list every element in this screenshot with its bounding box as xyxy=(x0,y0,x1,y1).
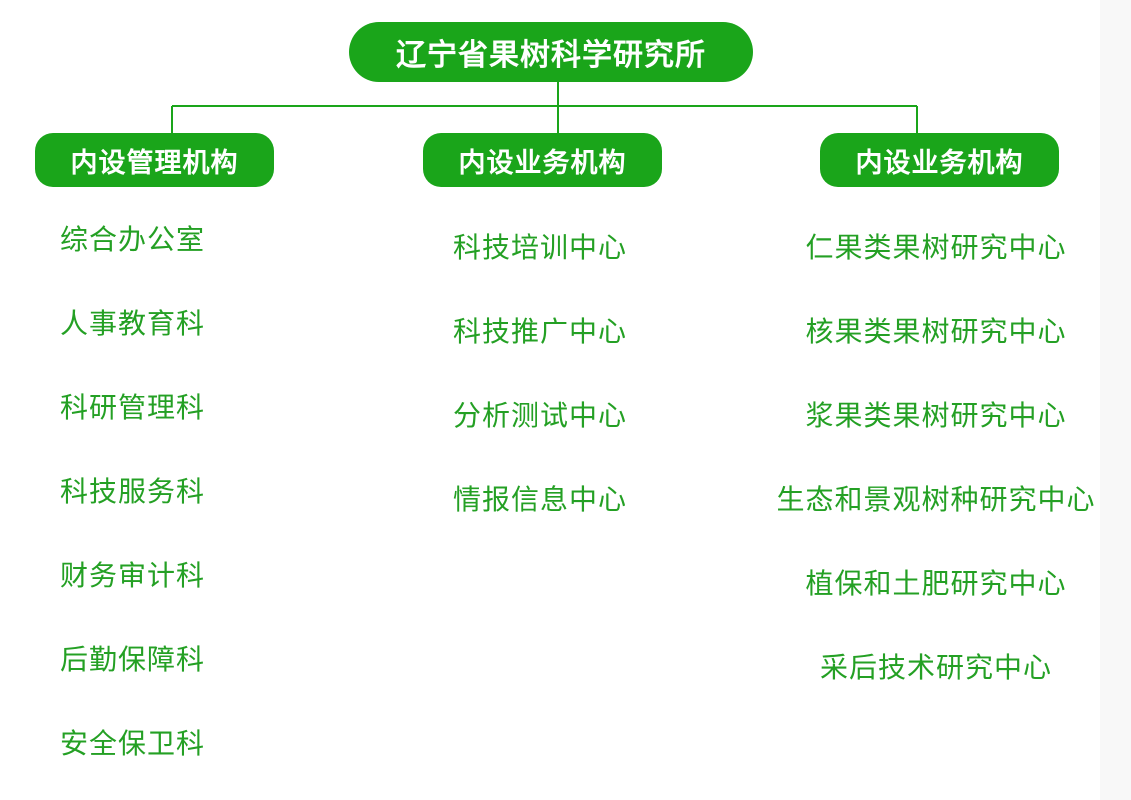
right-edge-strip xyxy=(1100,0,1131,800)
unit-item: 科技推广中心 xyxy=(452,315,627,348)
root-node: 辽宁省果树科学研究所 xyxy=(349,22,753,82)
unit-item: 后勤保障科 xyxy=(60,643,206,676)
unit-item: 综合办公室 xyxy=(60,223,206,256)
unit-item: 科技培训中心 xyxy=(452,231,627,264)
unit-item: 浆果类果树研究中心 xyxy=(805,399,1067,432)
unit-item: 情报信息中心 xyxy=(452,483,627,516)
unit-item: 生态和景观树种研究中心 xyxy=(776,483,1096,516)
unit-item: 科技服务科 xyxy=(60,475,206,508)
unit-item: 人事教育科 xyxy=(60,307,206,340)
dept-node-business-2: 内设业务机构 xyxy=(820,133,1059,187)
unit-item: 核果类果树研究中心 xyxy=(805,315,1067,348)
dept-node-management: 内设管理机构 xyxy=(35,133,274,187)
unit-item: 植保和土肥研究中心 xyxy=(805,567,1067,600)
dept-node-business-1: 内设业务机构 xyxy=(423,133,662,187)
unit-item: 分析测试中心 xyxy=(452,399,627,432)
unit-item: 财务审计科 xyxy=(60,559,206,592)
unit-item: 仁果类果树研究中心 xyxy=(805,231,1067,264)
unit-item: 安全保卫科 xyxy=(60,727,206,760)
unit-item: 采后技术研究中心 xyxy=(819,651,1052,684)
unit-item: 科研管理科 xyxy=(60,391,206,424)
